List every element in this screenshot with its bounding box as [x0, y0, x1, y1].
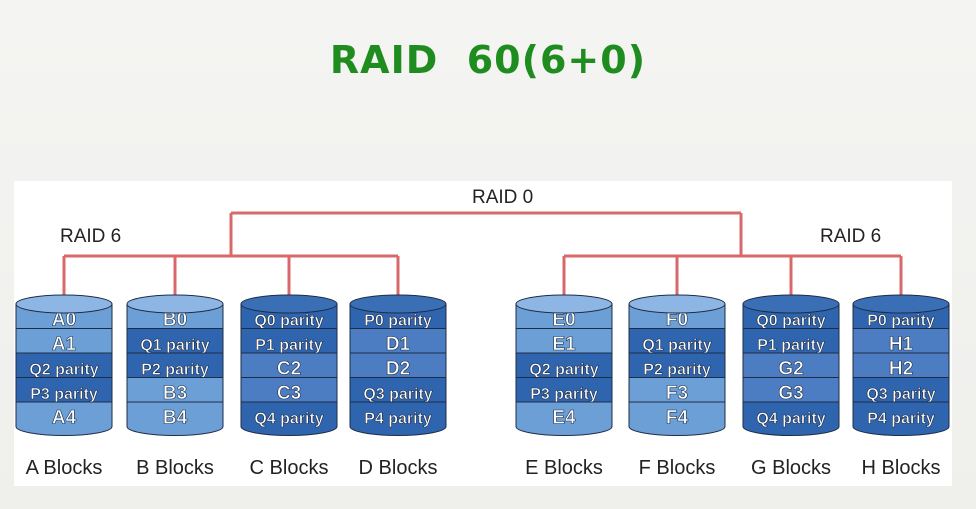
block-label: B3: [163, 383, 187, 404]
disk-top-cap: [349, 294, 447, 314]
block-label: A0: [52, 309, 76, 330]
page-title: RAID 60(6+0): [329, 38, 647, 82]
block-label: F3: [666, 383, 688, 404]
disk-label: C Blocks: [249, 457, 329, 479]
block-label: P1 parity: [255, 337, 323, 354]
block-label: Q2 parity: [529, 361, 598, 378]
disk-label: A Blocks: [25, 457, 103, 479]
block-label: C2: [277, 358, 301, 379]
block-label: E4: [552, 407, 576, 428]
disk-label: F Blocks: [638, 457, 716, 479]
block-label: A4: [52, 407, 77, 428]
disk-top-cap: [852, 294, 950, 314]
block-label: P1 parity: [757, 337, 825, 354]
block-label: Q4 parity: [254, 410, 323, 427]
block-label: P3 parity: [530, 386, 598, 403]
block-label: P3 parity: [30, 386, 98, 403]
block-label: Q1 parity: [642, 337, 711, 354]
block-label: Q0 parity: [254, 312, 323, 329]
block-label: A1: [52, 334, 77, 355]
block-label: Q0 parity: [756, 312, 825, 329]
block-label: G3: [778, 383, 803, 404]
block-label: Q4 parity: [756, 410, 825, 427]
block: [349, 401, 447, 436]
block: [742, 401, 840, 436]
disk-top-cap: [515, 294, 613, 314]
block-label: E0: [552, 309, 575, 330]
block-label: E1: [552, 334, 576, 355]
block-label: P2 parity: [643, 361, 711, 378]
block-label: P2 parity: [141, 361, 209, 378]
disk-top-cap: [742, 294, 840, 314]
raid0-label: RAID 0: [472, 187, 534, 208]
raid6-left-label: RAID 6: [60, 226, 122, 247]
raid6-right-label: RAID 6: [820, 226, 882, 247]
disk-top-cap: [628, 294, 726, 314]
disk-label: D Blocks: [358, 457, 438, 479]
block-label: H1: [889, 334, 914, 355]
block: [515, 401, 613, 436]
block-label: Q1 parity: [140, 337, 209, 354]
block-label: B0: [163, 309, 187, 330]
disk-top-cap: [240, 294, 338, 314]
block: [126, 401, 224, 436]
disk-label: B Blocks: [136, 457, 214, 479]
block: [15, 401, 113, 436]
disk-label: E Blocks: [525, 457, 603, 479]
block-label: F0: [666, 309, 688, 330]
block-label: G2: [778, 358, 803, 379]
block-label: B4: [163, 407, 188, 428]
block-label: D1: [386, 334, 411, 355]
block-label: H2: [889, 358, 913, 379]
block-label: D2: [386, 358, 410, 379]
disk-top-cap: [15, 294, 113, 314]
block-label: P0 parity: [364, 312, 432, 329]
block-label: P0 parity: [867, 312, 935, 329]
block: [628, 401, 726, 436]
block-label: F4: [666, 407, 689, 428]
block-label: C3: [277, 383, 301, 404]
block-label: Q3 parity: [866, 386, 935, 403]
block: [240, 401, 338, 436]
block-label: P4 parity: [364, 410, 432, 427]
disk-label: H Blocks: [861, 457, 941, 479]
block: [852, 401, 950, 436]
block-label: P4 parity: [867, 410, 935, 427]
disk-top-cap: [126, 294, 224, 314]
block-label: Q3 parity: [363, 386, 432, 403]
block-label: Q2 parity: [29, 361, 98, 378]
disk-label: G Blocks: [750, 457, 832, 479]
